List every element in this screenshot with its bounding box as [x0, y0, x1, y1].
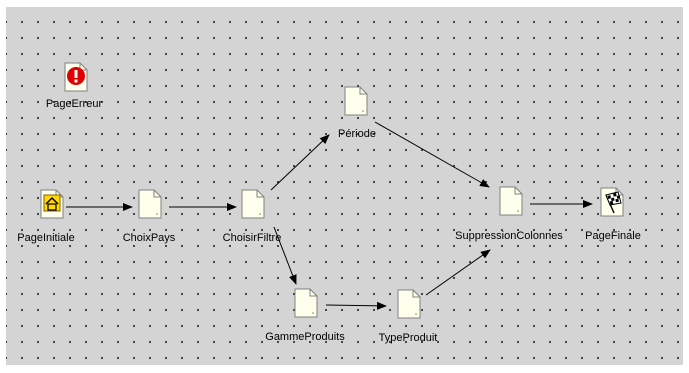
node-label: Période [338, 128, 376, 140]
checkered-flag-icon [600, 187, 624, 217]
node-label: ChoixPays [122, 232, 176, 244]
node-label: GammeProduits [265, 331, 345, 343]
page-icon [241, 189, 265, 219]
arrow-gammeproduits-typeproduit[interactable] [325, 301, 387, 310]
arrow-choisirfiltre-gammeproduits[interactable] [273, 226, 297, 285]
page-icon [138, 189, 162, 219]
node-label: ChoisirFiltre [222, 232, 282, 244]
node-label: TypeProduit [378, 332, 438, 344]
arrow-choisirfiltre-periode[interactable] [270, 134, 330, 191]
home-icon [40, 189, 64, 219]
page-icon [397, 289, 421, 319]
node-label: PageFinale [585, 230, 641, 242]
arrow-periode-suppressioncolonnes[interactable] [374, 121, 490, 188]
page-icon [344, 86, 368, 116]
error-icon [64, 62, 88, 92]
node-label: PageInitiale [17, 232, 75, 244]
node-label: PageErreur [45, 98, 103, 110]
flow-diagram-canvas[interactable]: PageErreur PageInitiale ChoixPays Choisi… [6, 7, 683, 365]
arrow-typeproduit-suppressioncolonnes[interactable] [425, 249, 491, 296]
transition-arrows [66, 121, 593, 310]
page-icon [499, 186, 523, 216]
node-label: SuppressionColonnes [455, 230, 563, 242]
page-icon [294, 288, 318, 318]
